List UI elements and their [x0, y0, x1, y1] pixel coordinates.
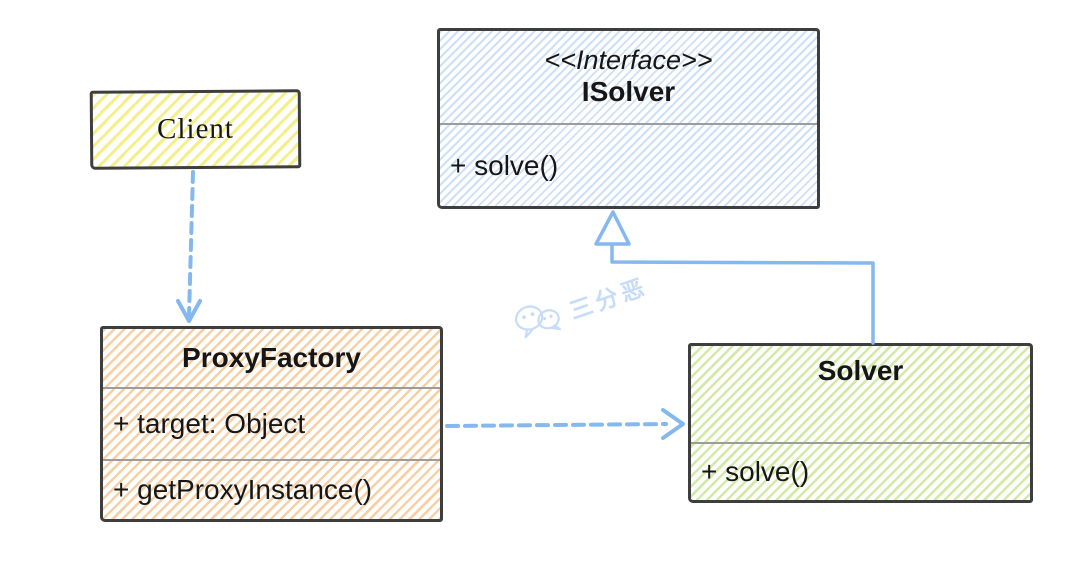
class-box-client: Client — [89, 89, 302, 170]
class-box-solver: Solver + solve() — [688, 343, 1033, 503]
class-name-solver: Solver — [817, 355, 904, 386]
wechat-icon — [514, 305, 561, 339]
class-header-client: Client — [93, 92, 299, 166]
class-box-isolver: <<Interface>> ISolver + solve() — [437, 28, 820, 209]
class-name-proxyfactory: ProxyFactory — [182, 341, 361, 373]
watermark: 三分恶 — [509, 265, 653, 348]
stereotype-label: <<Interface>> — [544, 45, 713, 76]
methods-compartment-solver: + solve() — [691, 442, 1030, 500]
methods-compartment-isolver: + solve() — [440, 123, 817, 206]
attributes-compartment-proxyfactory: + target: Object — [103, 387, 440, 459]
dependency-arrow-proxyfactory-to-solver — [445, 408, 685, 440]
method-label: + getProxyInstance() — [113, 474, 373, 505]
method-label: + solve() — [701, 456, 810, 487]
methods-compartment-proxyfactory: + getProxyInstance() — [103, 459, 440, 519]
hollow-triangle-arrowhead — [594, 210, 631, 246]
watermark-text: 三分恶 — [566, 273, 652, 325]
class-name-isolver: ISolver — [581, 76, 676, 108]
attribute-label: + target: Object — [113, 408, 306, 439]
method-label: + solve() — [450, 149, 559, 181]
class-header-isolver: <<Interface>> ISolver — [440, 31, 817, 123]
class-header-solver: Solver — [691, 346, 1030, 442]
class-header-proxyfactory: ProxyFactory — [103, 329, 440, 387]
dependency-arrow-client-to-proxyfactory — [176, 170, 202, 323]
class-name-client: Client — [156, 112, 235, 146]
class-box-proxyfactory: ProxyFactory + target: Object + getProxy… — [100, 326, 443, 522]
